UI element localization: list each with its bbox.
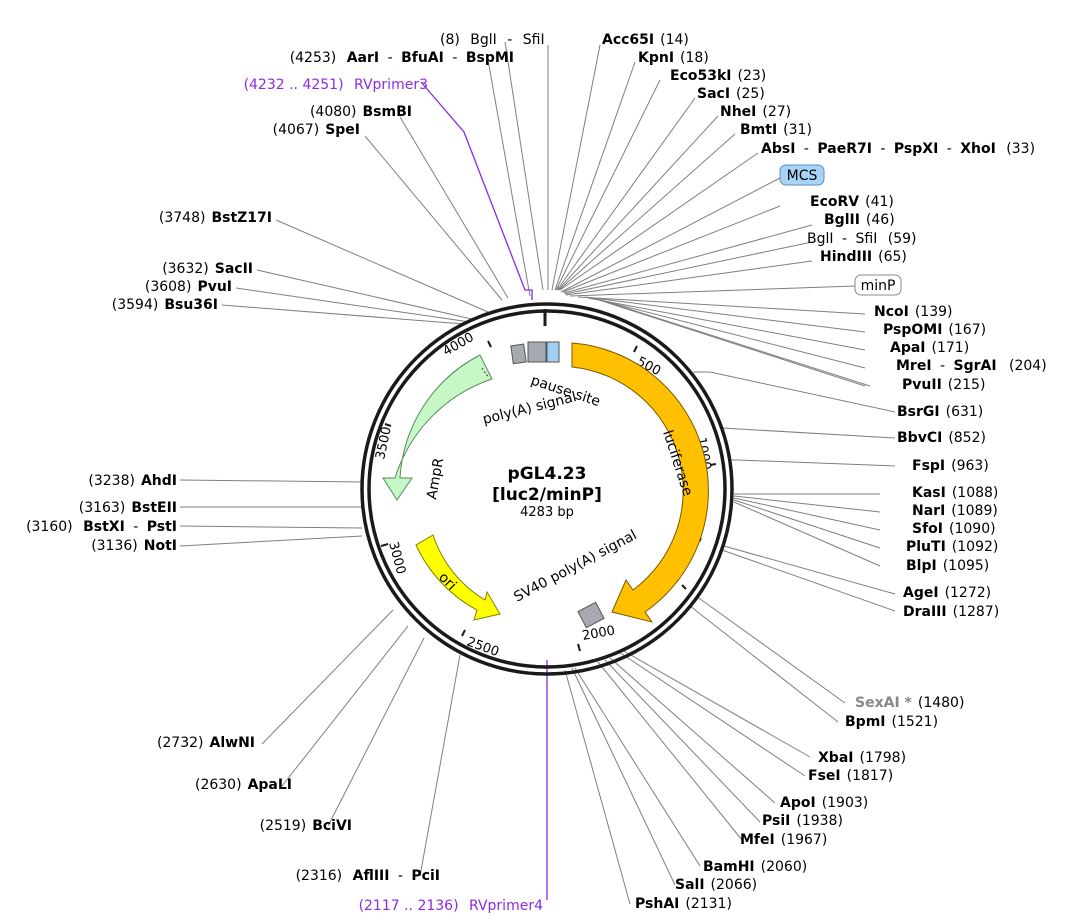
nari-label: NarI(1089) [912,503,998,519]
bcivi-label: (2519)BciVI [260,818,352,834]
mfei-label: MfeI(1967) [740,832,827,848]
bsrgi-label: BsrGI(631) [897,404,983,420]
ampr-feature [382,354,493,501]
sfii-8-name: SfiI [523,32,545,48]
kasi-label: KasI(1088) [912,485,998,501]
fspi-label: FspI(963) [912,458,989,474]
ncoi-label: NcoI(139) [874,304,953,320]
bstxi-psti-label: (3160) BstXI - PstI [26,519,177,535]
rvprimer4-label: (2117 .. 2136) RVprimer4 [359,898,544,914]
center-title: pGL4.23 [luc2/minP] 4283 bp [492,464,602,520]
sexai-label: SexAI *(1480) [855,695,964,711]
enzyme-labels: (8) BglI - SfiI Acc65I(14) KpnI(18) Eco5… [26,32,1047,914]
draiii-label: DraIII(1287) [903,604,999,620]
pshai-label: PshAI(2131) [635,896,732,912]
features [382,341,709,629]
mrei-sgrai-label: MreI - SgrAI (204) [896,358,1047,374]
xbai-label: XbaI(1798) [818,750,906,766]
afliii-pcii-label: (2316) AflIII - PciI [296,868,440,884]
pause-site-box [527,341,547,363]
bpmi-label: BpmI(1521) [845,714,938,730]
bbvci-label: BbvCI(852) [897,430,986,446]
sfoi-label: SfoI(1090) [912,521,996,537]
saci-label: SacI(25) [697,86,765,102]
plasmid-subtitle: [luc2/minP] [492,485,602,505]
sali-label: SalI(2066) [675,877,757,893]
mcs-label: MCS [787,168,818,184]
acc65i-label: Acc65I(14) [602,32,689,48]
agei-label: AgeI(1272) [903,585,991,601]
nhei-label: NheI(27) [720,104,791,120]
bmti-label: BmtI(31) [740,122,812,138]
minp-box [546,341,560,363]
pspomi-label: PspOMI(167) [883,322,986,338]
absi-group-label: AbsI - PaeR7I - PspXI - XhoI (33) [761,141,1035,157]
mcs-box: MCS [779,164,825,186]
pvuii-label: PvuII(215) [902,377,985,393]
ahdi-label: (3238)AhdI [88,473,177,489]
bamhi-label: BamHI(2060) [703,859,807,875]
tick-3500: 3500 [373,425,395,460]
plasmid-backbone [360,302,734,676]
bgli-8-name: BglI [470,32,497,48]
minp-label-box: minP [854,274,902,296]
polya-signal-box [510,343,527,365]
spei-label: (4067)SpeI [273,122,360,138]
apali-label: (2630)ApaLI [195,777,292,793]
plasmid-name: pGL4.23 [508,464,587,484]
plasmid-length: 4283 bp [520,505,574,520]
bgli-sfii-8-label: (8) BglI - SfiI [440,32,545,48]
bglii-label: BglII(46) [824,212,895,228]
minp-label: minP [861,278,896,294]
ori-feature [415,534,501,621]
fsei-label: FseI(1817) [808,768,893,784]
sv40-polya-box [577,601,605,629]
alwni-label: (2732)AlwNI [157,735,255,751]
ecorv-label: EcoRV(41) [810,194,894,210]
ticks [380,340,717,652]
aari-group-label: (4253) AarI - BfuAI - BspMI [290,50,514,66]
tick-2000: 2000 [581,623,616,644]
luciferase-feature [571,342,709,623]
noti-label: (3136)NotI [91,538,177,554]
pvui-label: (3608)PvuI [145,279,232,295]
blpi-label: BlpI(1095) [906,558,989,574]
pluti-label: PluTI(1092) [906,539,998,555]
bsteii-label: (3163)BstEII [79,500,177,516]
bgli-sfii-59-label: BglI - SfiI (59) [807,231,917,247]
bsu36i-label: (3594)Bsu36I [112,297,218,313]
bgli-sfii-8-pos: (8) [440,32,460,48]
leader-lines [179,41,896,905]
apai-label: ApaI(171) [890,340,969,356]
hindiii-label: HindIII(65) [820,249,907,265]
kpni-label: KpnI(18) [638,50,709,66]
sacii-label: (3632)SacII [162,261,253,277]
bsmbi-label: (4080)BsmBI [310,104,412,120]
apoi-label: ApoI(1903) [780,795,868,811]
eco53ki-label: Eco53kI(23) [670,68,766,84]
ampr-label: AmpR [424,456,447,500]
rvprimer3-label: (4232 .. 4251) RVprimer3 [244,77,428,93]
bstz17i-label: (3748)BstZ17I [159,210,272,226]
psii-label: PsiI(1938) [762,813,843,829]
